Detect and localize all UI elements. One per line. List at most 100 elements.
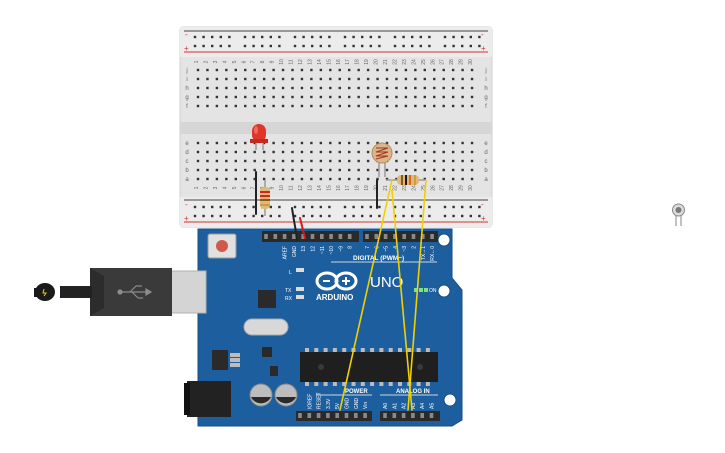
rail-hole[interactable] xyxy=(452,44,455,48)
rail-hole[interactable] xyxy=(278,35,281,39)
digital-pin-hole[interactable] xyxy=(292,234,296,239)
breadboard-hole[interactable] xyxy=(338,86,341,90)
breadboard-hole[interactable] xyxy=(196,77,200,81)
breadboard-hole[interactable] xyxy=(215,95,219,99)
power-pin-hole[interactable] xyxy=(363,413,367,418)
rail-hole[interactable] xyxy=(369,35,372,39)
breadboard-hole[interactable] xyxy=(291,168,294,172)
rail-hole[interactable] xyxy=(428,35,431,39)
rail-hole[interactable] xyxy=(352,44,355,48)
rail-hole[interactable] xyxy=(419,205,422,209)
breadboard-hole[interactable] xyxy=(319,159,323,163)
analog-header[interactable] xyxy=(380,411,440,421)
breadboard-hole[interactable] xyxy=(319,177,323,181)
breadboard-hole[interactable] xyxy=(395,177,398,181)
digital-pin-hole[interactable] xyxy=(421,234,425,239)
rail-hole[interactable] xyxy=(461,44,464,48)
digital-pin-hole[interactable] xyxy=(430,234,434,239)
rail-hole[interactable] xyxy=(293,44,297,48)
digital-pin-hole[interactable] xyxy=(365,234,369,239)
rail-hole[interactable] xyxy=(402,205,405,209)
wire-yellow-5v[interactable] xyxy=(339,179,393,411)
breadboard-hole[interactable] xyxy=(244,77,247,81)
rail-hole[interactable] xyxy=(452,214,455,218)
rail-hole[interactable] xyxy=(478,205,481,209)
breadboard-hole[interactable] xyxy=(461,104,464,108)
breadboard-hole[interactable] xyxy=(461,68,464,72)
breadboard-hole[interactable] xyxy=(385,86,389,90)
breadboard-hole[interactable] xyxy=(423,95,426,99)
breadboard-hole[interactable] xyxy=(395,86,398,90)
breadboard-hole[interactable] xyxy=(319,104,323,108)
breadboard-hole[interactable] xyxy=(310,104,313,108)
breadboard-hole[interactable] xyxy=(461,168,464,172)
breadboard-hole[interactable] xyxy=(423,150,426,154)
breadboard-hole[interactable] xyxy=(262,168,266,172)
rail-hole[interactable] xyxy=(278,214,281,218)
breadboard-hole[interactable] xyxy=(423,104,426,108)
power-pin-hole[interactable] xyxy=(326,413,330,418)
breadboard-hole[interactable] xyxy=(206,95,209,99)
breadboard-hole[interactable] xyxy=(366,104,370,108)
breadboard-hole[interactable] xyxy=(433,141,436,145)
rail-hole[interactable] xyxy=(369,214,372,218)
rail-hole[interactable] xyxy=(443,214,447,218)
rail-hole[interactable] xyxy=(469,214,472,218)
breadboard-hole[interactable] xyxy=(451,86,455,90)
breadboard-hole[interactable] xyxy=(376,77,379,81)
breadboard-hole[interactable] xyxy=(461,141,464,145)
breadboard-hole[interactable] xyxy=(300,77,304,81)
breadboard-hole[interactable] xyxy=(451,177,455,181)
breadboard-hole[interactable] xyxy=(196,86,200,90)
breadboard-hole[interactable] xyxy=(319,141,323,145)
breadboard-hole[interactable] xyxy=(404,86,408,90)
breadboard-hole[interactable] xyxy=(291,104,294,108)
breadboard-hole[interactable] xyxy=(366,86,370,90)
rail-hole[interactable] xyxy=(378,35,381,39)
breadboard-hole[interactable] xyxy=(272,141,275,145)
rail-hole[interactable] xyxy=(328,205,331,209)
breadboard-hole[interactable] xyxy=(244,150,247,154)
breadboard-hole[interactable] xyxy=(319,150,323,154)
breadboard-hole[interactable] xyxy=(291,177,294,181)
power-pin-hole[interactable] xyxy=(316,413,321,418)
rail-hole[interactable] xyxy=(211,205,214,209)
breadboard-hole[interactable] xyxy=(461,159,464,163)
digital-pin-hole[interactable] xyxy=(301,234,305,239)
breadboard-hole[interactable] xyxy=(206,168,209,172)
rail-hole[interactable] xyxy=(319,205,322,209)
breadboard-hole[interactable] xyxy=(423,86,426,90)
breadboard-hole[interactable] xyxy=(433,77,436,81)
breadboard-hole[interactable] xyxy=(451,68,455,72)
rail-hole[interactable] xyxy=(243,44,247,48)
breadboard-hole[interactable] xyxy=(329,159,332,163)
breadboard-hole[interactable] xyxy=(442,177,445,181)
breadboard-hole[interactable] xyxy=(244,159,247,163)
breadboard-hole[interactable] xyxy=(470,150,474,154)
breadboard-hole[interactable] xyxy=(461,77,464,81)
rail-hole[interactable] xyxy=(278,44,281,48)
breadboard-hole[interactable] xyxy=(442,95,445,99)
breadboard-hole[interactable] xyxy=(253,150,256,154)
rail-hole[interactable] xyxy=(202,44,205,48)
breadboard-hole[interactable] xyxy=(414,86,417,90)
breadboard-hole[interactable] xyxy=(225,168,228,172)
breadboard-hole[interactable] xyxy=(357,141,360,145)
breadboard-hole[interactable] xyxy=(442,104,445,108)
rail-hole[interactable] xyxy=(293,214,297,218)
rail-hole[interactable] xyxy=(219,205,222,209)
breadboard-hole[interactable] xyxy=(357,68,360,72)
breadboard-hole[interactable] xyxy=(404,168,408,172)
breadboard-hole[interactable] xyxy=(348,95,351,99)
breadboard-hole[interactable] xyxy=(244,141,247,145)
analog-pin-hole[interactable] xyxy=(383,413,387,418)
breadboard-hole[interactable] xyxy=(225,104,228,108)
breadboard-hole[interactable] xyxy=(291,95,294,99)
breadboard-hole[interactable] xyxy=(385,104,389,108)
breadboard-hole[interactable] xyxy=(329,86,332,90)
digital-pin-hole[interactable] xyxy=(338,234,343,239)
breadboard-hole[interactable] xyxy=(272,159,275,163)
rail-hole[interactable] xyxy=(361,214,364,218)
breadboard-hole[interactable] xyxy=(423,77,426,81)
breadboard-hole[interactable] xyxy=(329,77,332,81)
